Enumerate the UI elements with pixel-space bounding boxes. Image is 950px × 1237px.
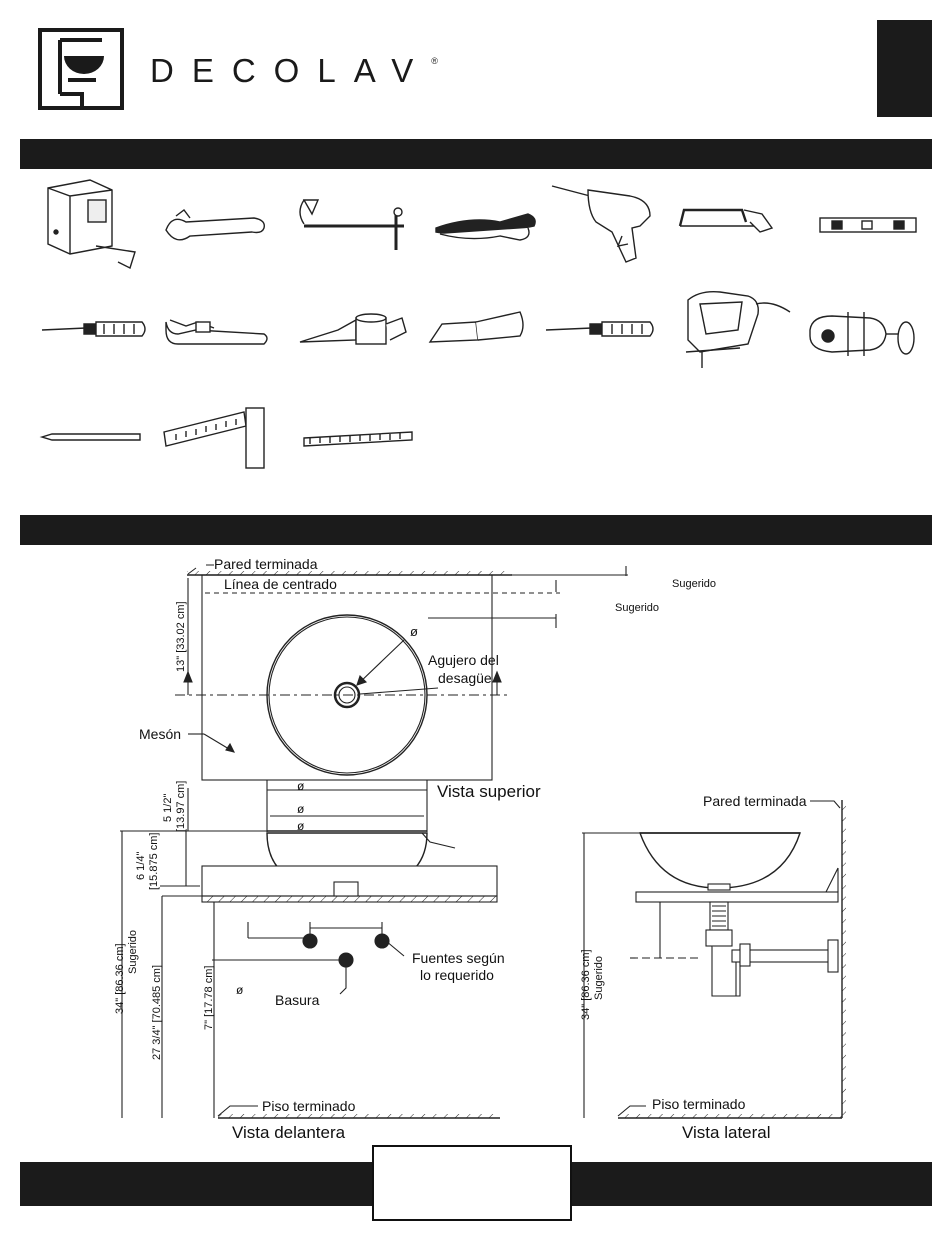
pencil-icon <box>39 433 141 441</box>
side-finished-floor-label: Piso terminado <box>652 1096 746 1112</box>
countertop-label: Mesón <box>139 726 181 742</box>
side-suggested-label: Sugerido <box>593 956 605 1000</box>
jigsaw-icon <box>685 290 791 368</box>
front-diameter-3: ø <box>297 819 305 833</box>
dim-13-label: 13" [33.02 cm] <box>175 601 187 672</box>
putty-knife-icon <box>428 311 524 343</box>
phillips-screwdriver-icon <box>41 321 146 337</box>
drain-hole-label-1: Agujero del <box>428 652 499 668</box>
waste-label: Basura <box>275 992 320 1008</box>
front-dim-34-label: 34" [86.36 cm] <box>114 943 126 1014</box>
adjustable-wrench-icon <box>165 209 265 241</box>
carpenter-square-icon <box>163 407 265 469</box>
front-view-title: Vista delantera <box>232 1123 346 1142</box>
top-diameter-symbol: ø <box>410 624 418 639</box>
pipe-wrench-icon <box>165 319 268 345</box>
front-diameter-2: ø <box>297 802 305 816</box>
tools-illustration <box>39 179 917 469</box>
installation-drawing: Pared terminada Línea de centrado Sugeri… <box>114 556 846 1142</box>
dim-27-75-label: 27 3/4" [70.485 cm] <box>151 965 163 1060</box>
hacksaw-icon <box>678 208 774 233</box>
groove-joint-pliers-icon <box>435 213 536 241</box>
power-drill-icon <box>551 185 651 263</box>
suggested-label-2: Sugerido <box>615 602 659 614</box>
side-dim-34-label: 34" [86.36 cm] <box>580 949 592 1020</box>
top-view-title: Vista superior <box>437 782 541 801</box>
side-view-title: Vista lateral <box>682 1123 771 1142</box>
centerline-label: Línea de centrado <box>224 576 337 592</box>
dim-6-25-label: 6 1/4" <box>135 852 147 880</box>
top-finished-wall-label: Pared terminada <box>214 556 318 572</box>
ruler-icon <box>303 431 413 447</box>
section-header-bar-dimensions <box>20 515 932 545</box>
dim-5-5-cm-label: [13.97 cm] <box>175 781 187 832</box>
dim-6-25-cm-label: [15.875 cm] <box>148 833 160 890</box>
front-diameter-1: ø <box>297 779 305 793</box>
dim-5-5-label: 5 1/2" <box>162 794 174 822</box>
drain-hole-label-2: desagüe <box>438 670 492 686</box>
basin-wrench-icon <box>299 199 404 250</box>
caulk-gun-icon <box>299 313 407 345</box>
side-finished-wall-label: Pared terminada <box>703 793 807 809</box>
footer-box <box>372 1145 572 1221</box>
flathead-screwdriver-icon <box>545 321 654 337</box>
supplies-label-2: lo requerido <box>420 967 494 983</box>
supplies-label-1: Fuentes según <box>412 950 505 966</box>
dim-7-label: 7" [17.78 cm] <box>203 966 215 1030</box>
section-header-bar-tools <box>20 139 932 169</box>
decolav-logo-icon <box>38 28 124 110</box>
waste-diameter-symbol: ø <box>236 983 244 997</box>
brand-name: DECOLAV® <box>150 52 438 89</box>
page-corner-tab <box>877 20 932 117</box>
level-icon <box>819 217 917 233</box>
front-suggested-label: Sugerido <box>127 930 139 974</box>
suggested-label-1: Sugerido <box>672 578 716 590</box>
tape-measure-icon <box>47 179 136 269</box>
c-clamp-icon <box>809 312 915 356</box>
front-finished-floor-label: Piso terminado <box>262 1098 356 1114</box>
